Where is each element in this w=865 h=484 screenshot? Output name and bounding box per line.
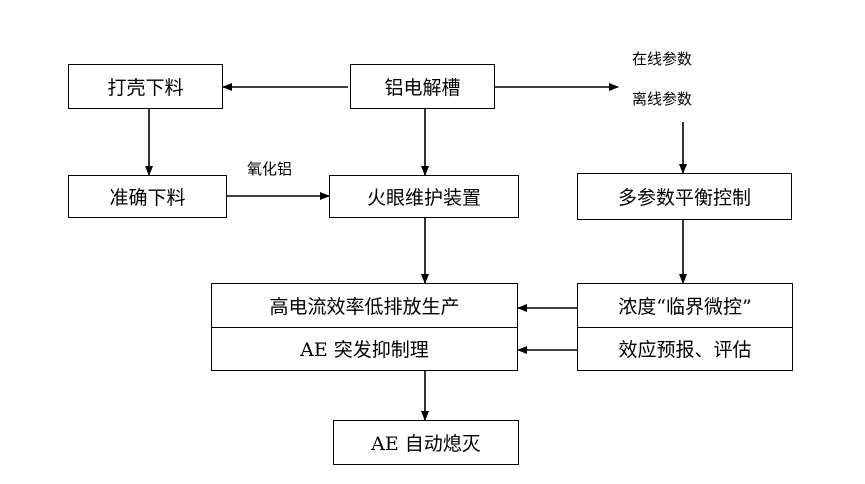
node-high-efficiency: 高电流效率低排放生产 xyxy=(269,295,460,318)
node-concentration-control: 浓度“临界微控” xyxy=(618,295,752,318)
label-offline-params: 离线参数 xyxy=(632,90,693,108)
label-alumina: 氧化铝 xyxy=(247,160,293,178)
node-efficiency-suppression: 高电流效率低排放生产 AE 突发抑制理 xyxy=(211,283,518,371)
node-concentration-forecast: 浓度“临界微控” 效应预报、评估 xyxy=(577,283,793,371)
node-fire-eye-device: 火眼维护装置 xyxy=(329,175,519,218)
node-effect-forecast: 效应预报、评估 xyxy=(578,326,792,371)
node-aluminum-cell: 铝电解槽 xyxy=(350,64,495,109)
label-online-params: 在线参数 xyxy=(632,50,693,68)
node-multi-param-control: 多参数平衡控制 xyxy=(577,173,792,220)
node-crust-break-feed: 打壳下料 xyxy=(68,64,223,109)
node-precise-feed: 准确下料 xyxy=(68,175,227,218)
node-ae-auto-extinguish: AE 自动熄灭 xyxy=(333,420,519,465)
node-ae-suppression: AE 突发抑制理 xyxy=(212,326,517,371)
